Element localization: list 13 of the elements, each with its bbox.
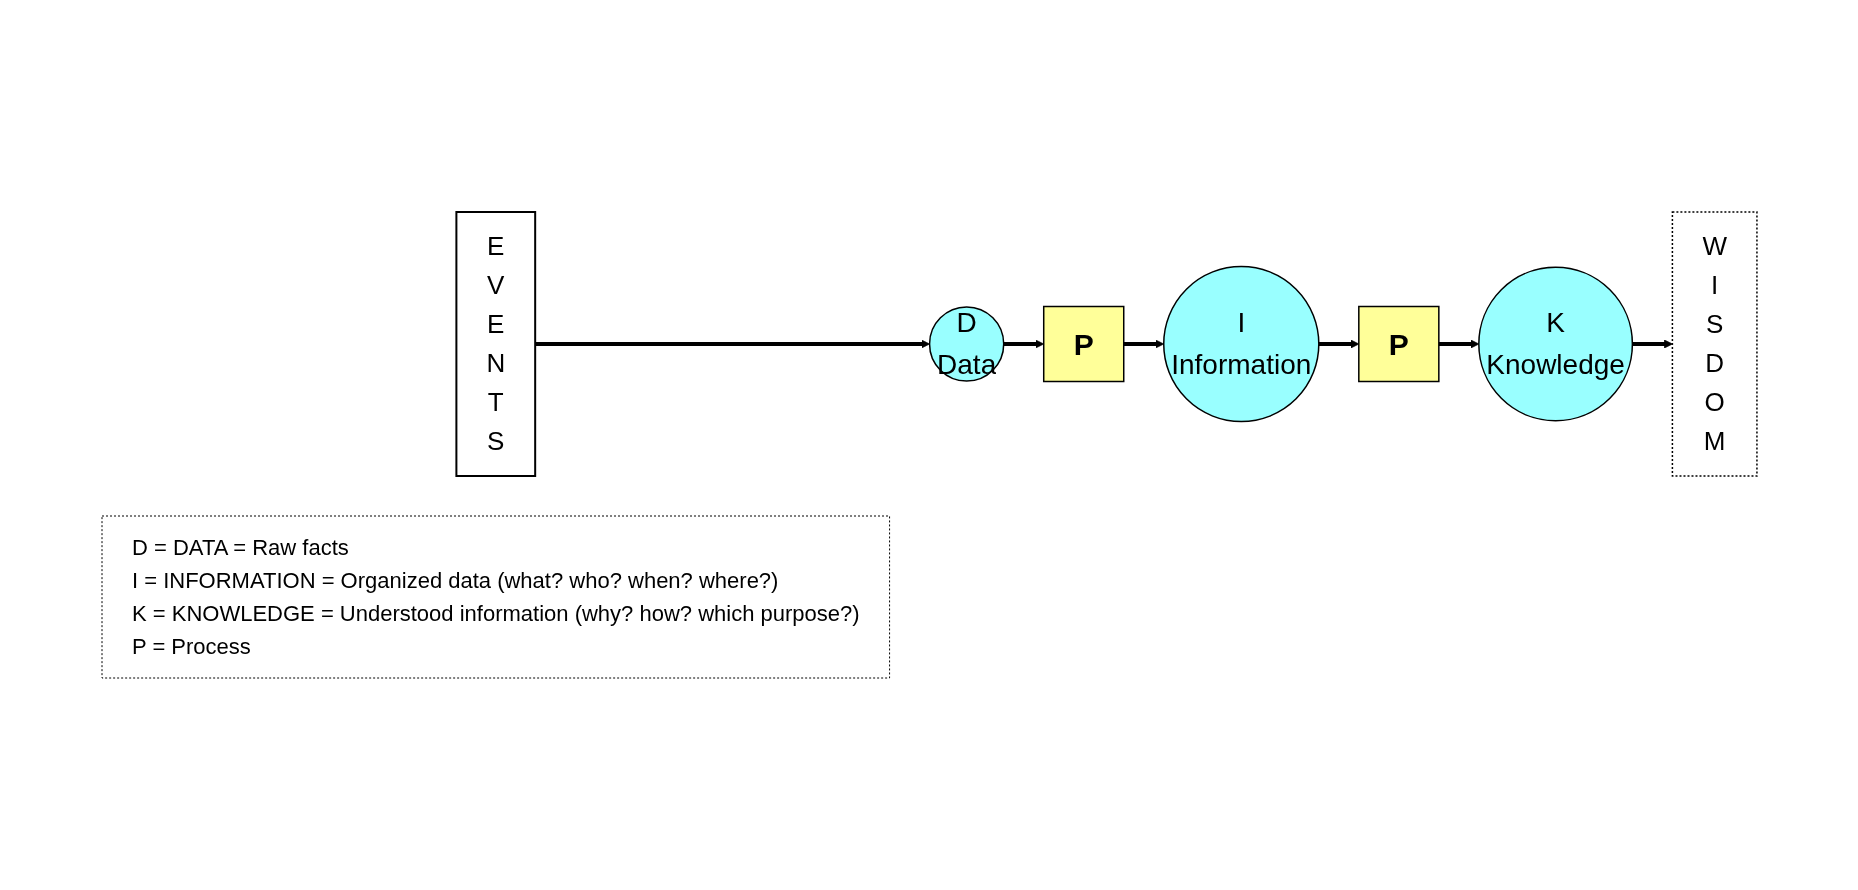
arrow <box>1003 339 1044 349</box>
node-circle: K Knowledge <box>1477 266 1633 422</box>
arrow <box>534 339 930 349</box>
node-circle: D Data <box>928 306 1004 382</box>
node-box: W I S D O M <box>1671 211 1758 477</box>
node-box: D = DATA = Raw facts I = INFORMATION = Organized data (what? who? when? where?) K = KNOWLEDGE = Understood information (why? how? which purpose?) P = Process <box>101 515 890 679</box>
node-box: E V E N T S <box>454 211 536 477</box>
node-circle: I Information <box>1162 265 1320 423</box>
arrow <box>1123 339 1164 349</box>
node-box: P <box>1042 305 1124 383</box>
arrow <box>1438 339 1479 349</box>
arrow <box>1318 339 1359 349</box>
node-box: P <box>1357 305 1440 383</box>
